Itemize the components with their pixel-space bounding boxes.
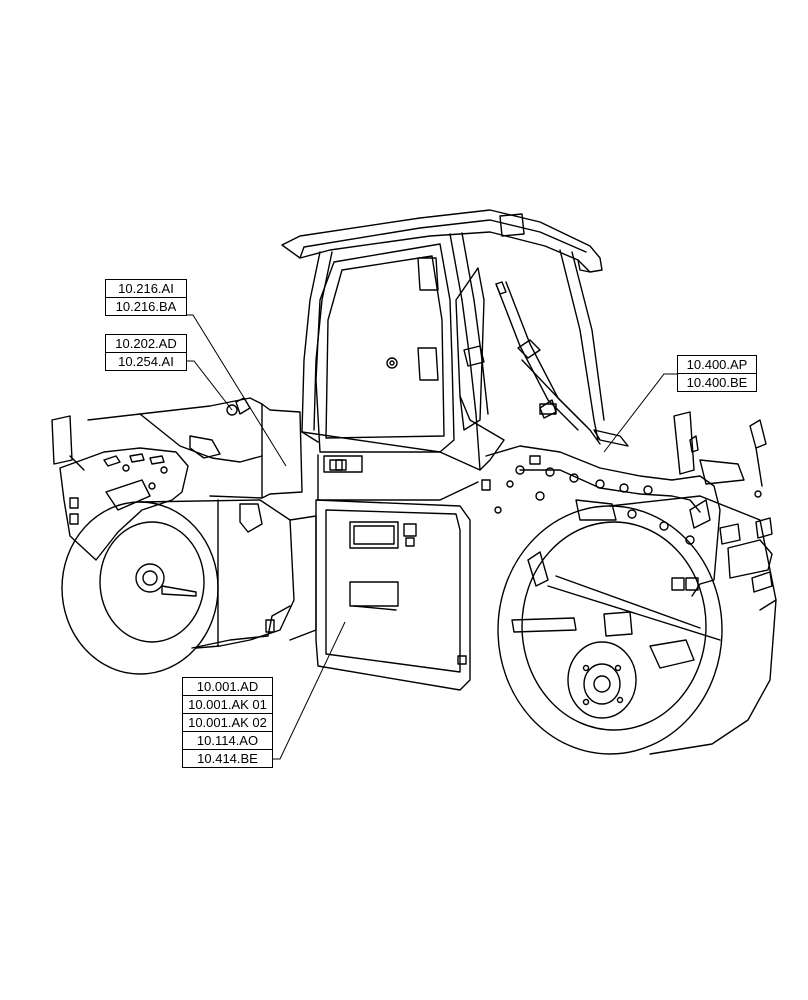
hydraulic-linkage xyxy=(495,281,601,445)
part-code-label[interactable]: 10.202.AD xyxy=(106,335,186,353)
front-frame xyxy=(481,445,721,597)
rear-mirror xyxy=(51,415,85,471)
center-body-panel xyxy=(289,499,471,691)
part-code-label[interactable]: 10.001.AK 02 xyxy=(183,714,272,732)
part-code-label[interactable]: 10.216.AI xyxy=(106,280,186,298)
rear-drum xyxy=(61,499,295,675)
part-code-label[interactable]: 10.114.AO xyxy=(183,732,272,750)
part-code-label[interactable]: 10.001.AK 01 xyxy=(183,696,272,714)
leader-lines xyxy=(185,314,677,760)
part-code-label[interactable]: 10.001.AD xyxy=(183,678,272,696)
rear-scraper xyxy=(59,447,189,561)
rear-engine-hood xyxy=(87,397,303,499)
callout-box: 10.001.AD 10.001.AK 01 10.001.AK 02 10.1… xyxy=(182,677,273,768)
front-drum xyxy=(497,495,777,755)
cab-lower-body xyxy=(301,395,505,501)
cab-frame xyxy=(301,232,605,471)
front-accessories xyxy=(539,403,767,498)
canopy-roof xyxy=(281,209,603,273)
callout-box: 10.216.AI 10.216.BA xyxy=(105,279,187,316)
rear-guard xyxy=(191,605,291,649)
part-code-label[interactable]: 10.216.BA xyxy=(115,299,177,314)
part-code-label[interactable]: 10.414.BE xyxy=(197,751,258,766)
part-code-label[interactable]: 10.400.BE xyxy=(686,375,748,390)
callout-box: 10.202.AD 10.254.AI xyxy=(105,334,187,371)
callout-box: 10.400.AP 10.400.BE xyxy=(677,355,757,392)
part-code-label[interactable]: 10.254.AI xyxy=(118,354,174,369)
part-code-label[interactable]: 10.400.AP xyxy=(678,356,756,374)
